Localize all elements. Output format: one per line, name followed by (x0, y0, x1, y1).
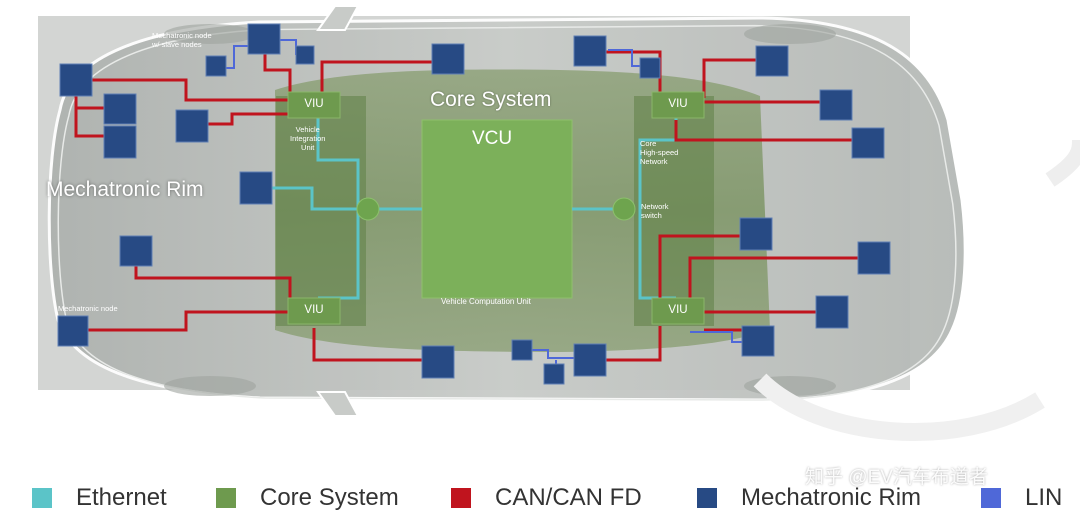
mechatronic-node (175, 109, 209, 143)
legend-label: Mechatronic Rim (741, 484, 922, 511)
legend-label: Ethernet (76, 484, 167, 511)
mechatronic-node (543, 363, 565, 385)
mechatronic-node (573, 343, 607, 377)
mechatronic-node (819, 89, 853, 121)
diagram-canvas (38, 5, 1080, 441)
legend-swatch (697, 488, 717, 508)
mechatronic-node (421, 345, 455, 379)
mechatronic-node (741, 325, 775, 357)
mechatronic-node (511, 339, 533, 361)
network-caption: Core High-speed Network (640, 139, 679, 166)
core-system-label: Core System (430, 88, 552, 111)
watermark: 知乎 @EV汽车布道者 (805, 467, 988, 488)
mechatronic-node (119, 235, 153, 267)
mechatronic-node (739, 217, 773, 251)
mechatronic-node (239, 171, 273, 205)
legend-label: LIN (1025, 484, 1063, 511)
mechatronic-node (857, 241, 891, 275)
mechatronic-node (755, 45, 789, 77)
legend-swatch (32, 488, 52, 508)
legend: Ethernet Core System CAN/CAN FD Mechatro… (0, 470, 1080, 521)
legend-swatch (981, 488, 1001, 508)
viu-top-right (651, 91, 705, 119)
legend-label: Core System (260, 484, 399, 511)
vcu-label: VCU (472, 128, 513, 149)
legend-label: CAN/CAN FD (495, 484, 642, 511)
mechatronic-rim-label: Mechatronic Rim (46, 178, 204, 201)
viu-bottom-right (651, 297, 705, 325)
mechatronic-node-with-slaves (247, 23, 281, 55)
switch-caption: Network switch (641, 202, 669, 220)
mechatronic-node (431, 43, 465, 75)
mechatronic-node (57, 315, 89, 347)
watermark-arc (753, 373, 1045, 441)
viu-caption: Vehicle Integration Unit (290, 125, 326, 152)
viu-label: VIU (668, 304, 688, 316)
viu-top-left (287, 91, 341, 119)
legend-swatch (216, 488, 236, 508)
slave-nodes-caption: Mechatronic node w/ slave nodes (152, 31, 212, 49)
mechatronic-node (59, 63, 93, 97)
vcu-block (421, 119, 573, 299)
viu-label: VIU (668, 98, 688, 110)
mechatronic-node (103, 93, 137, 125)
mechatronic-node (639, 57, 661, 79)
core-zone-right (634, 96, 714, 326)
vcu-caption: Vehicle Computation Unit (441, 297, 531, 306)
network-switch-left (356, 197, 380, 221)
viu-bottom-left (287, 297, 341, 325)
mechatronic-node (295, 45, 315, 65)
viu-label: VIU (304, 304, 324, 316)
mechatronic-node (205, 55, 227, 77)
mechatronic-node (815, 295, 849, 329)
network-switch-right (612, 197, 636, 221)
viu-label: VIU (304, 98, 324, 110)
legend-swatch (451, 488, 471, 508)
node-caption: Mechatronic node (58, 304, 118, 313)
mechatronic-node (573, 35, 607, 67)
mechatronic-node (103, 125, 137, 159)
mechatronic-node (851, 127, 885, 159)
